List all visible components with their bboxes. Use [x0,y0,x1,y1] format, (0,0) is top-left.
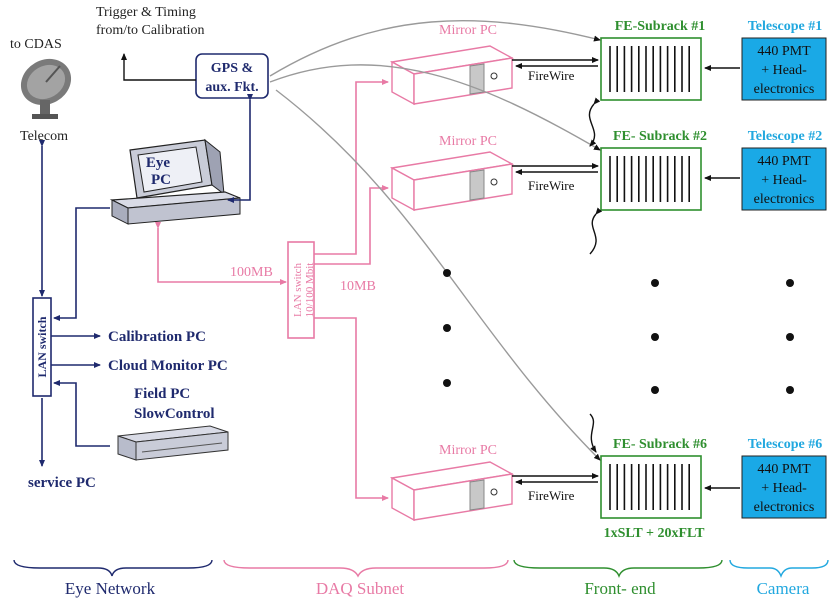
ellipsis-dots [443,269,794,394]
telescope-2-label: Telescope #2 [748,129,823,144]
telescope-6-box [741,455,827,519]
gps-eye-pc-link [227,94,253,203]
front-end-brace [513,559,723,578]
telescope-1-label: Telescope #1 [748,19,823,34]
eye-pc-label-1: Eye [146,155,171,171]
firewire-2-label: FireWire [528,178,575,193]
subrack-6-up-link [589,413,597,453]
gps-subrack1-curve [269,20,601,77]
firewire-1-label: FireWire [528,68,575,83]
telescope-2-box [741,147,827,211]
subrack-2 [600,147,702,211]
calibration-pc-label: Calibration PC [108,329,206,345]
telescope-2-line1: 440 PMT [757,154,811,169]
mirror-pc-6-label: Mirror PC [439,443,497,458]
daq-mirror2-link [314,185,389,265]
field-pc-icon [117,425,229,461]
mirror-pc-2-label: Mirror PC [439,134,497,149]
subrack-6-cards [609,464,691,510]
mirror-pc-2-icon [389,151,515,212]
daq-subnet-section-label: DAQ Subnet [316,579,405,598]
gps-label-1: GPS & [211,61,253,76]
service-pc-label: service PC [28,475,96,491]
subrack-6-label: FE- Subrack #6 [613,437,707,452]
daq-lan-switch-label-2: 10/100 Mbit [304,263,316,318]
camera-brace [729,559,829,578]
camera-section-label: Camera [757,579,810,598]
front-end-section-label: Front- end [584,579,656,598]
telescope-6-line1: 440 PMT [757,462,811,477]
gps-subrack6-curve [275,89,601,461]
mirror-pc-1-label: Mirror PC [439,23,497,38]
field-pc-label: Field PC [134,386,190,402]
mirror-pc-1-icon [389,45,515,106]
cloud-monitor-pc-label: Cloud Monitor PC [108,358,228,374]
telescope-2-line3: electronics [754,192,815,207]
daq-lan-switch [287,241,315,339]
firewire-6-label: FireWire [528,488,575,503]
mirror-pc-6-icon [389,461,515,522]
telescope-6-line2: + Head- [761,481,807,496]
trigger-label-1: Trigger & Timing [96,5,196,20]
daq-lan-switch-label-1: LAN switch [292,262,304,317]
eye-pc-daq-link [155,222,287,285]
slow-control-label: SlowControl [134,406,215,422]
eye-lan-switch [32,297,52,397]
trigger-arrow [121,53,196,81]
telescope-1-line1: 440 PMT [757,44,811,59]
subrack-2-down-link [589,207,603,255]
subrack-1-cards [609,46,691,92]
subrack-footer: 1xSLT + 20xFLT [604,526,706,541]
subrack-1 [600,37,702,101]
speed-10-label: 10MB [340,279,376,294]
telescope-1-box [741,37,827,101]
eye-network-section-label: Eye Network [65,579,156,598]
subrack-1-2-link [588,97,601,147]
telescope-6-line3: electronics [754,500,815,515]
cdas-label: to CDAS [10,37,62,52]
subrack-1-label: FE-Subrack #1 [615,19,706,34]
gps-label-2: aux. Fkt. [205,80,258,95]
subrack-6 [600,455,702,519]
eye-pc-link [53,207,110,321]
telescope-2-line2: + Head- [761,173,807,188]
subrack-2-cards [609,156,691,202]
field-pc-link [53,380,110,447]
daq-mirror6-link [314,317,389,501]
daq-subnet-brace [223,559,509,578]
telescope-1-line2: + Head- [761,63,807,78]
speed-100-label: 100MB [230,265,273,280]
trigger-label-2: from/to Calibration [96,23,204,38]
telescope-6-label: Telescope #6 [748,437,823,452]
eye-pc-label-2: PC [151,172,171,188]
daq-mirror1-link [314,79,389,255]
satellite-dish-icon [20,58,72,119]
eye-pc-icon [109,138,241,225]
telescope-1-line3: electronics [754,82,815,97]
eye-network-brace [13,559,213,577]
gps-subrack2-curve [269,64,601,151]
telecom-label: Telecom [20,129,68,144]
subrack-2-label: FE- Subrack #2 [613,129,707,144]
eye-lan-switch-label: LAN switch [35,316,49,377]
